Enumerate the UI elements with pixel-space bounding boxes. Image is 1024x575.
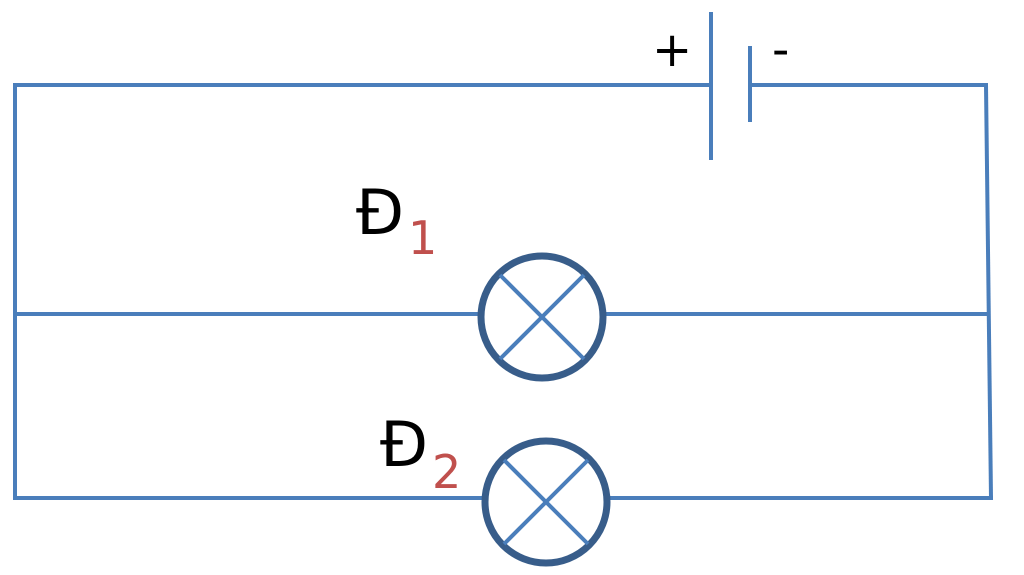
lamp-1-index: 1 bbox=[408, 211, 437, 265]
battery-plus-sign: + bbox=[652, 22, 692, 78]
lamp-1-cross-b bbox=[498, 273, 586, 361]
right-wire bbox=[983, 82, 994, 501]
lamp-1-symbol bbox=[477, 252, 607, 382]
lamp-2-cross-b bbox=[502, 458, 590, 546]
lamp-2-label: Đ2 bbox=[380, 408, 461, 499]
lamp-2-index: 2 bbox=[432, 445, 461, 499]
lamp-1-label: Đ1 bbox=[356, 176, 437, 265]
battery-symbol bbox=[709, 12, 752, 160]
lamp-2-letter: Đ bbox=[380, 408, 428, 481]
lamp-2-symbol bbox=[481, 437, 611, 567]
battery-minus-sign: - bbox=[772, 22, 789, 78]
lamp-1-letter: Đ bbox=[356, 176, 404, 249]
